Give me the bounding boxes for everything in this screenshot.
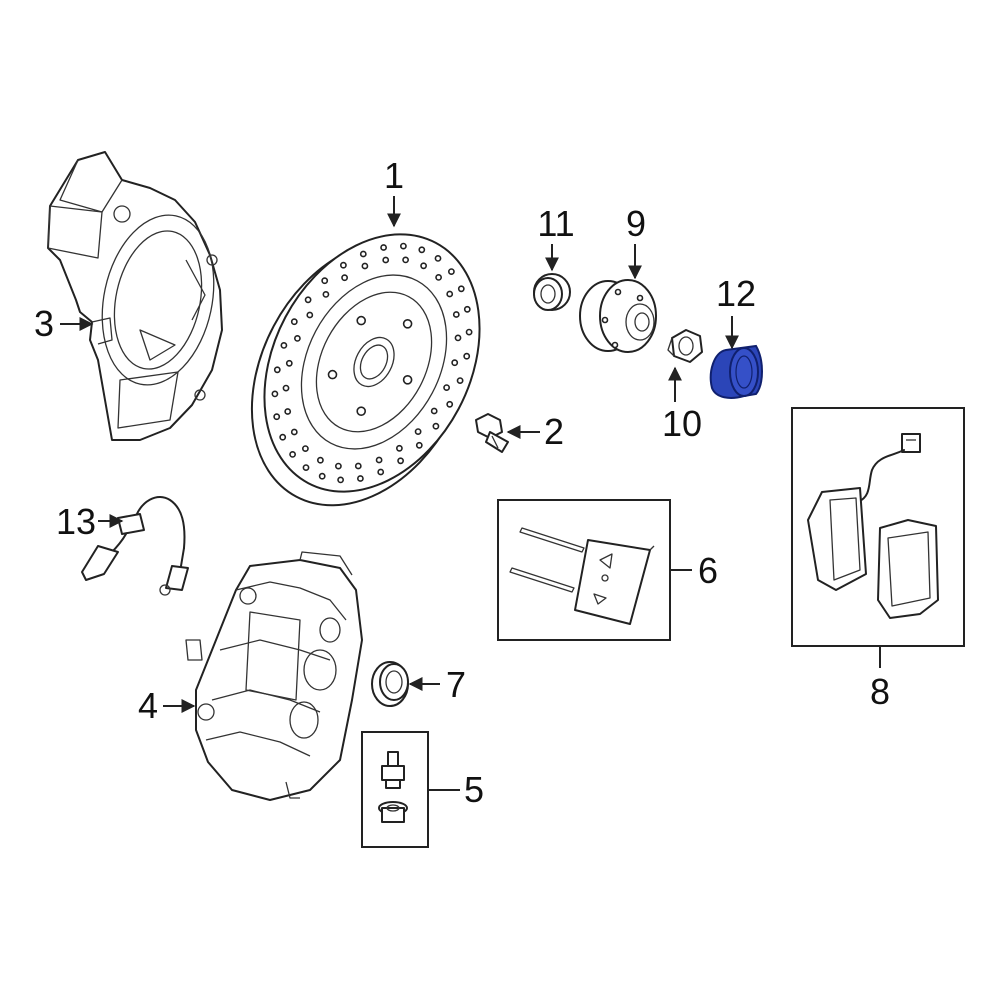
part-4-brake-caliper[interactable]: [185, 551, 363, 801]
callout-12: 12: [716, 273, 756, 314]
callout-1: 1: [384, 155, 404, 196]
part-6-pin-kit[interactable]: [497, 499, 671, 641]
part-5-bleeder-kit[interactable]: [361, 731, 429, 848]
callout-5: 5: [464, 769, 484, 810]
callout-6: 6: [698, 550, 718, 591]
callout-7: 7: [446, 664, 466, 705]
callout-labels: 1 2 3 4 5 6 7 8 9 10 11 12 13: [34, 155, 890, 810]
callout-10: 10: [662, 403, 702, 444]
part-11-wheel-bearing[interactable]: [533, 273, 571, 311]
part-9-wheel-hub[interactable]: [579, 279, 657, 353]
callout-2: 2: [544, 411, 564, 452]
callout-8: 8: [870, 671, 890, 712]
part-3-splash-shield[interactable]: [47, 151, 229, 441]
callout-9: 9: [626, 203, 646, 244]
part-2-bolt[interactable]: [475, 413, 509, 453]
part-12-dust-cap[interactable]: [709, 344, 763, 399]
callout-13: 13: [56, 501, 96, 542]
part-7-caliper-seal[interactable]: [371, 661, 409, 707]
part-13-brake-wear-sensor[interactable]: [81, 495, 189, 596]
part-10-hub-nut[interactable]: [667, 329, 703, 363]
part-1-brake-rotor[interactable]: [208, 197, 522, 544]
callout-3: 3: [34, 303, 54, 344]
part-8-brake-pad-set[interactable]: [791, 407, 965, 647]
callout-11: 11: [537, 203, 574, 244]
callout-4: 4: [138, 685, 158, 726]
leader-lines: [60, 196, 881, 791]
